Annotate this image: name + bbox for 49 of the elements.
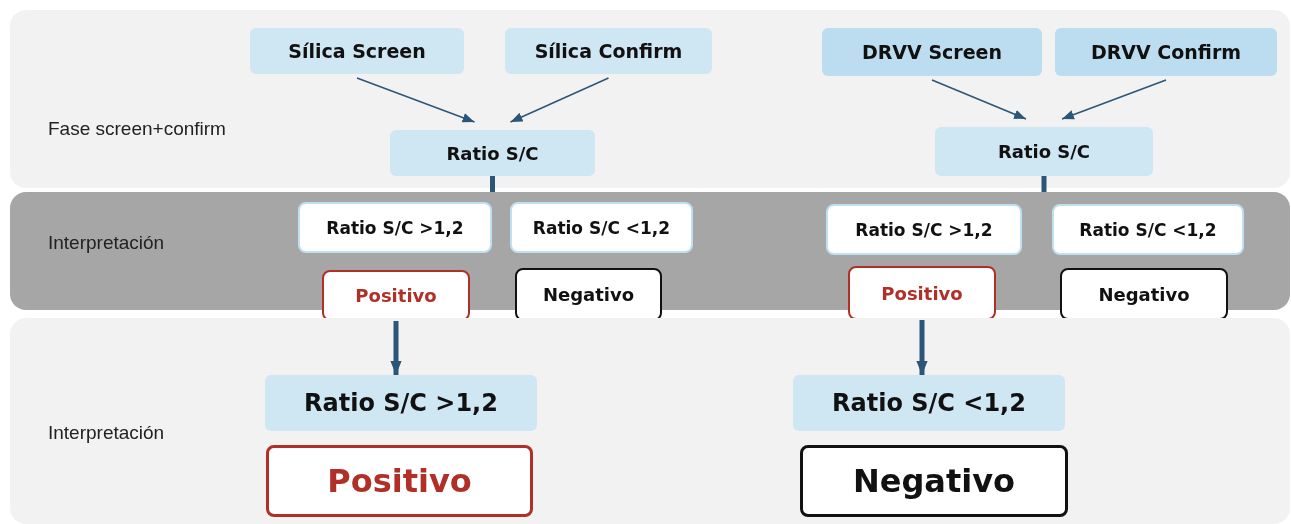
row-label: Interpretación xyxy=(48,232,165,254)
process-box xyxy=(505,28,712,74)
box-text: Positivo xyxy=(327,462,472,500)
box-text: Ratio S/C xyxy=(997,141,1091,162)
result-box xyxy=(800,445,1068,517)
box-text: Negativo xyxy=(852,462,1016,500)
arrow xyxy=(1061,79,1167,120)
condition-box xyxy=(510,202,693,253)
row-label: Fase screen+confirm xyxy=(48,118,226,140)
band xyxy=(10,10,1290,188)
box-text: Ratio S/C >1,2 xyxy=(304,389,498,417)
box-text: Negativo xyxy=(1098,283,1190,305)
process-box xyxy=(390,130,595,176)
box-text: Ratio S/C >1,2 xyxy=(326,217,464,238)
result-box xyxy=(848,266,996,320)
box-text: Sílica Screen xyxy=(288,40,426,62)
box-text: Ratio S/C <1,2 xyxy=(832,389,1026,417)
condition-box xyxy=(826,204,1022,255)
process-box xyxy=(250,28,464,74)
arrow xyxy=(390,321,402,375)
arrow xyxy=(509,77,610,123)
result-box xyxy=(515,268,662,321)
box-text: Ratio S/C <1,2 xyxy=(1079,219,1217,240)
process-box xyxy=(1055,28,1277,76)
box-text: Positivo xyxy=(355,285,437,306)
result-box xyxy=(266,445,533,517)
row-label: Interpretación xyxy=(48,422,165,444)
box-text: Negativo xyxy=(542,284,635,305)
box-text: Sílica Confirm xyxy=(534,40,683,62)
box-text: Ratio S/C xyxy=(446,142,539,164)
box-text: Ratio S/C >1,2 xyxy=(855,219,993,240)
result-box xyxy=(1060,268,1228,320)
condition-box xyxy=(1052,204,1244,255)
arrow xyxy=(916,320,928,375)
box-text: Positivo xyxy=(881,282,963,304)
band xyxy=(10,318,1290,524)
process-box xyxy=(822,28,1042,76)
result-box xyxy=(322,270,470,321)
process-box xyxy=(265,375,537,431)
box-text: Ratio S/C <1,2 xyxy=(532,217,671,238)
condition-box xyxy=(298,202,492,253)
box-text: DRVV Confirm xyxy=(1090,41,1242,63)
connector-line xyxy=(1041,176,1047,192)
connector-line xyxy=(490,176,495,192)
process-box xyxy=(793,375,1065,431)
arrow xyxy=(356,77,476,123)
arrow xyxy=(931,79,1027,120)
process-box xyxy=(935,127,1153,176)
box-text: DRVV Screen xyxy=(861,41,1002,63)
